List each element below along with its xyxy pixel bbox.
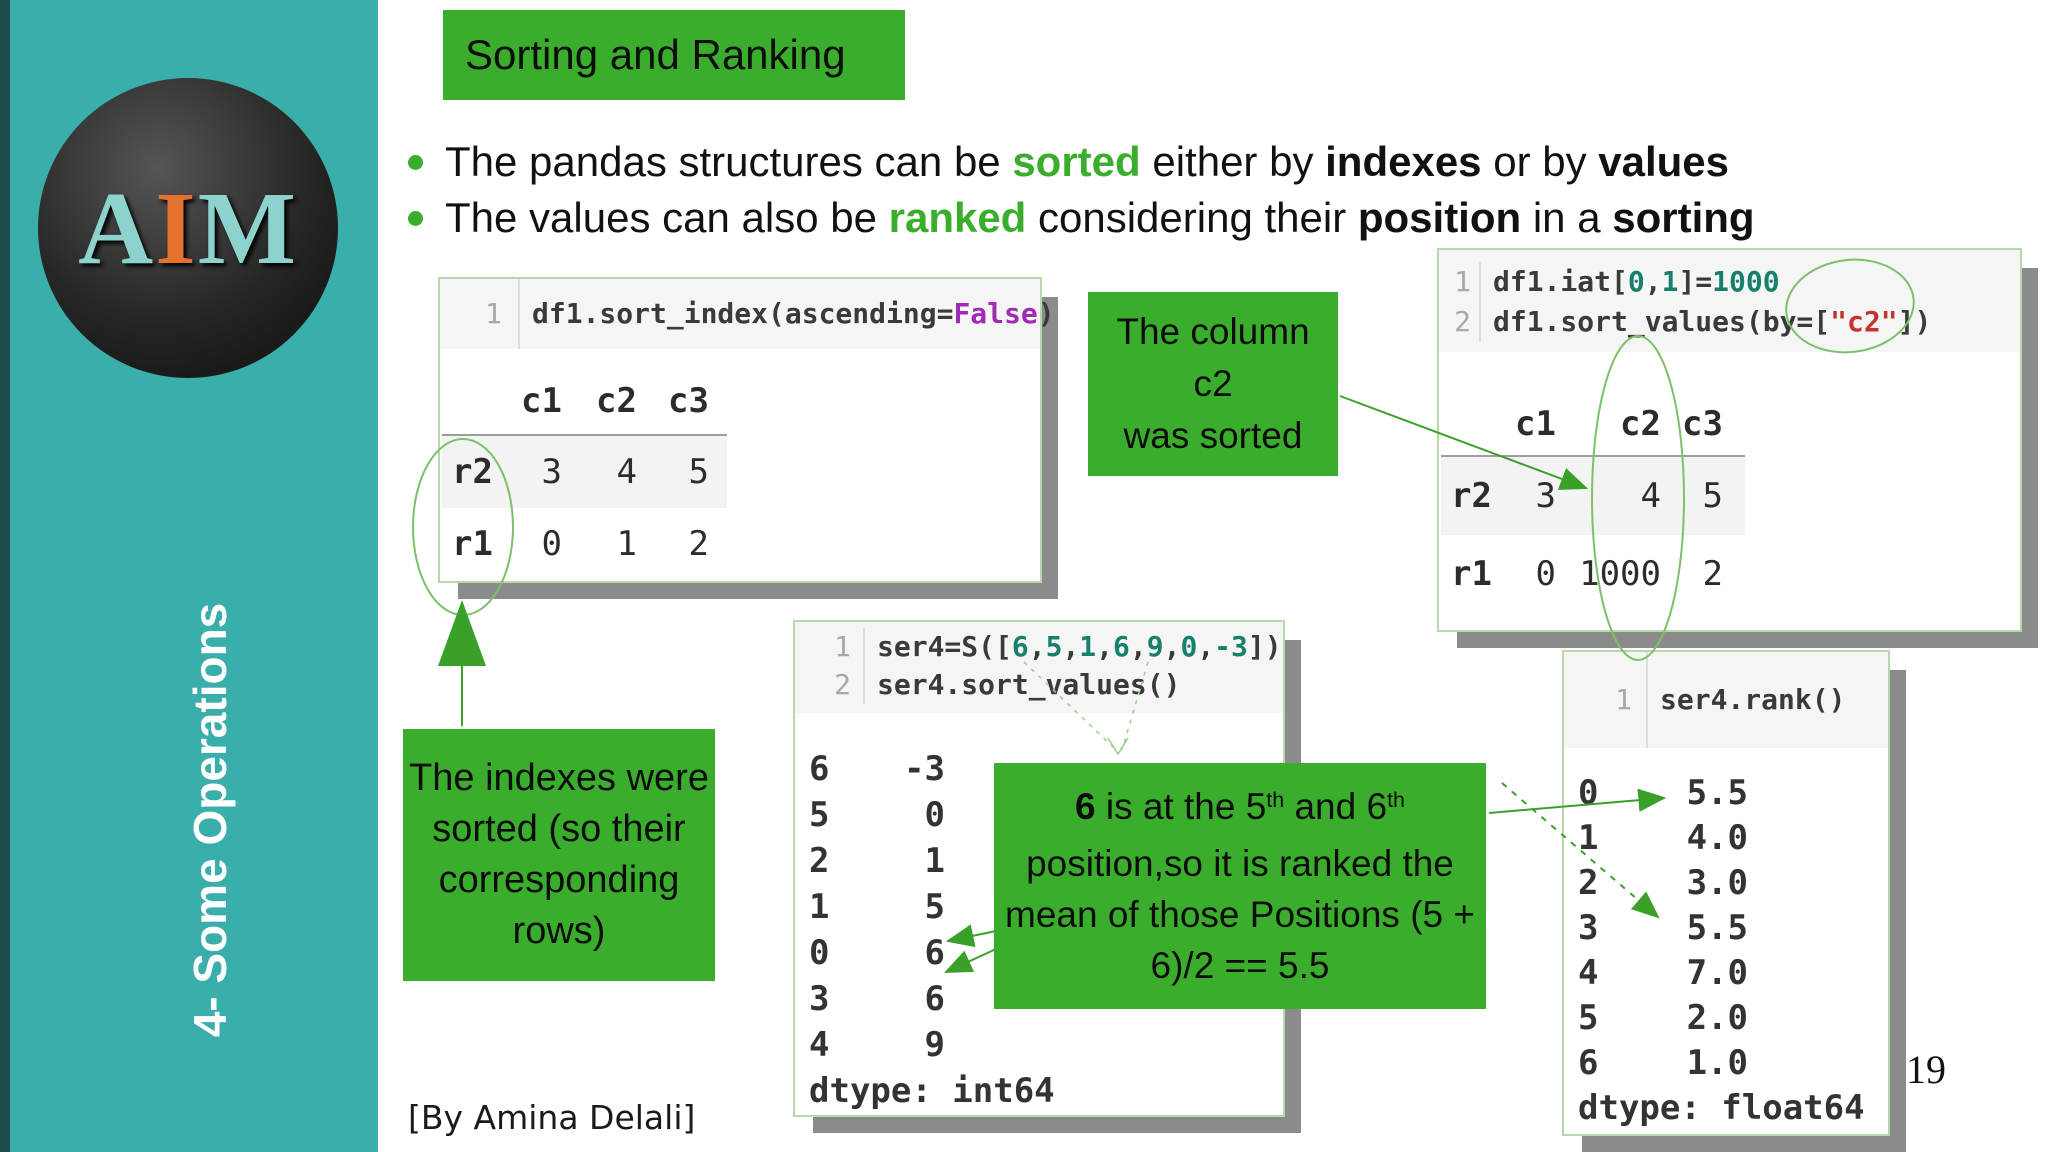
code-text: df1.iat[0,1]=1000 bbox=[1493, 265, 1780, 298]
code-line: 1 df1.sort_index(ascending=False) bbox=[440, 279, 1055, 349]
callout-rank-explanation: 6 is at the 5th and 6th position,so it i… bbox=[994, 763, 1486, 1009]
callout-column-sorted: The column c2 was sorted bbox=[1088, 292, 1338, 476]
arrow-indexes-head bbox=[438, 600, 486, 666]
bullet-dot-icon bbox=[408, 154, 423, 170]
slide-title: Sorting and Ranking bbox=[465, 31, 846, 78]
bullet-line-1: The pandas structures can be sorted eith… bbox=[402, 134, 1755, 190]
bullet-list: The pandas structures can be sorted eith… bbox=[402, 134, 1755, 246]
series-dtype: dtype: float64 bbox=[1578, 1088, 1865, 1128]
line-number: 1 bbox=[1439, 262, 1481, 302]
dataframe-output: c1 c2 c3 r2 3 4 5 r1 0 1000 2 bbox=[1441, 393, 1745, 613]
code-text: ser4.sort_values() bbox=[877, 668, 1181, 701]
code-cell: 1 df1.iat[0,1]=1000 2 df1.sort_values(by… bbox=[1439, 250, 2020, 352]
table-row: r2 3 4 5 bbox=[1441, 457, 1745, 535]
code-cell: 1 df1.sort_index(ascending=False) bbox=[440, 279, 1055, 349]
col-header: c1 bbox=[521, 381, 562, 421]
bullet-text-1: The pandas structures can be sorted eith… bbox=[445, 138, 1730, 185]
code-text: ser4=S([6,5,1,6,9,0,-3]) bbox=[877, 630, 1282, 663]
line-number: 1 bbox=[440, 279, 520, 349]
code-text: df1.sort_values(by=["c2"]) bbox=[1493, 305, 1932, 338]
line-number: 1 bbox=[1564, 652, 1648, 748]
col-header: c2 bbox=[1620, 404, 1661, 444]
bullet-line-2: The values can also be ranked considerin… bbox=[402, 190, 1755, 246]
line-number: 2 bbox=[1439, 302, 1481, 342]
sidebar: A I M 4- Some Operations bbox=[10, 0, 378, 1152]
col-header: c3 bbox=[1682, 404, 1723, 444]
code-line: 1 df1.iat[0,1]=1000 bbox=[1439, 262, 2020, 302]
dataframe-header-row: c1 c2 c3 bbox=[442, 368, 727, 434]
series-dtype: dtype: int64 bbox=[809, 1071, 1055, 1111]
col-header: c3 bbox=[668, 381, 709, 421]
code-panel-sort-values-df: 1 df1.iat[0,1]=1000 2 df1.sort_values(by… bbox=[1437, 248, 2022, 632]
logo-letter-a: A bbox=[78, 170, 156, 286]
table-row: r1 0 1000 2 bbox=[1451, 554, 1723, 594]
line-number: 2 bbox=[795, 666, 865, 704]
logo-letter-i: I bbox=[155, 170, 198, 286]
code-cell: 1 ser4=S([6,5,1,6,9,0,-3]) 2 ser4.sort_v… bbox=[795, 622, 1283, 713]
code-panel-sort-index: 1 df1.sort_index(ascending=False) c1 c2 … bbox=[438, 277, 1055, 583]
bullet-text-2: The values can also be ranked considerin… bbox=[445, 194, 1755, 241]
aim-logo: A I M bbox=[38, 78, 338, 378]
code-text: ser4.rank() bbox=[1660, 683, 1846, 716]
col-header: c2 bbox=[596, 381, 637, 421]
line-number: 1 bbox=[795, 628, 865, 666]
series-row: 6-3 bbox=[809, 749, 945, 789]
code-cell: 1 ser4.rank() bbox=[1564, 652, 1888, 748]
section-title-vertical: 4- Some Operations bbox=[184, 602, 236, 1038]
slide-title-box: Sorting and Ranking bbox=[443, 10, 905, 100]
table-row: r1 0 1 2 bbox=[452, 524, 709, 564]
dataframe-header-row: c1 c2 c3 bbox=[1441, 393, 1745, 455]
bullet-dot-icon bbox=[408, 210, 423, 226]
table-row: r2 3 4 5 bbox=[442, 436, 727, 508]
code-text: df1.sort_index(ascending=False) bbox=[532, 297, 1055, 330]
dataframe-body: r2 3 4 5 r1 0 1 2 bbox=[442, 434, 727, 580]
col-header: c1 bbox=[1515, 404, 1556, 444]
author-byline: [By Amina Delali] bbox=[408, 1098, 696, 1137]
callout-indexes-sorted: The indexes were sorted (so their corres… bbox=[403, 729, 715, 981]
page-number: 19 bbox=[1906, 1047, 1946, 1092]
code-line: 2 df1.sort_values(by=["c2"]) bbox=[1439, 302, 2020, 342]
dataframe-output: c1 c2 c3 r2 3 4 5 r1 0 1 2 bbox=[442, 368, 727, 580]
code-line: 1 ser4=S([6,5,1,6,9,0,-3]) bbox=[795, 628, 1283, 666]
code-line: 2 ser4.sort_values() bbox=[795, 666, 1283, 704]
sidebar-edge-strip bbox=[0, 0, 10, 1152]
logo-letter-m: M bbox=[197, 170, 298, 286]
dataframe-body: r2 3 4 5 r1 0 1000 2 bbox=[1441, 455, 1745, 613]
code-line: 1 ser4.rank() bbox=[1564, 652, 1888, 748]
